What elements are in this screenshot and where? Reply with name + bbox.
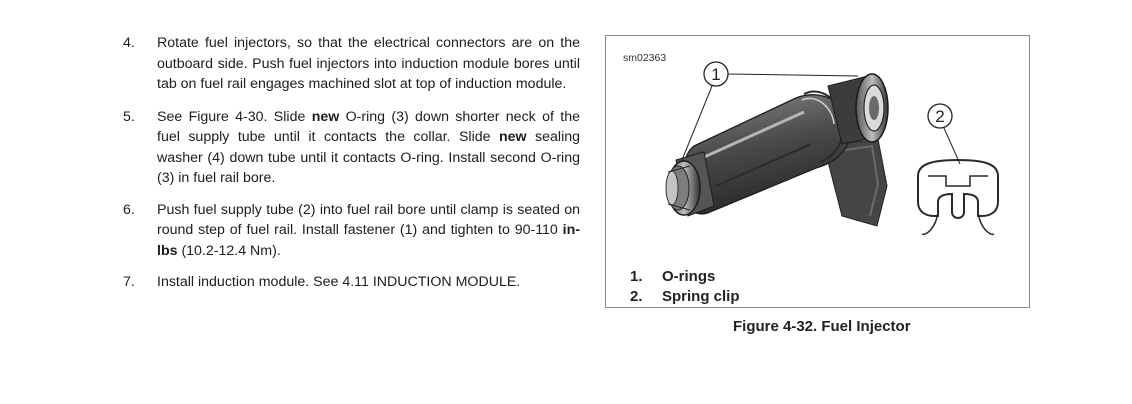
leader-line	[727, 73, 859, 77]
leader-line	[681, 85, 713, 161]
callout-o-rings: 1	[681, 61, 859, 161]
step-text: Install induction module. See 4.11 INDUC…	[157, 274, 521, 290]
step-number: 6.	[123, 201, 135, 218]
procedure-step: 7. Install induction module. See 4.11 IN…	[120, 272, 580, 293]
figure-caption: Figure 4-32. Fuel Injector	[733, 318, 911, 335]
procedure-step: 4. Rotate fuel injectors, so that the el…	[120, 33, 580, 95]
fuel-injector-illustration: 1 2	[665, 61, 999, 236]
emphasis-new: new	[498, 129, 527, 145]
callout-number: 2	[935, 107, 944, 126]
emphasis-new: new	[311, 108, 340, 125]
fuel-injector	[665, 73, 889, 227]
figure-legend: 1. O-rings 2. Spring clip	[630, 267, 740, 307]
figure-id: sm02363	[623, 52, 667, 64]
step-text: Rotate fuel injectors, so that the elect…	[157, 35, 580, 92]
step-number: 5.	[123, 108, 135, 125]
step-text: Push fuel supply tube (2) into fuel rail…	[157, 201, 580, 259]
callout-circle	[927, 103, 953, 129]
legend-item: 2. Spring clip	[630, 288, 740, 305]
step-text: See Figure 4-30. Slide new O-ring (3) do…	[157, 108, 581, 187]
procedure-steps: 4. Rotate fuel injectors, so that the el…	[120, 33, 580, 293]
procedure-step: 6. Push fuel supply tube (2) into fuel r…	[120, 200, 580, 262]
legend-item: 1. O-rings	[630, 268, 716, 285]
figure-panel: sm02363	[605, 35, 1030, 308]
leader-line	[943, 127, 961, 165]
callout-spring-clip: 2	[927, 103, 961, 165]
procedure-step: 5. See Figure 4-30. Slide new O-ring (3)…	[120, 107, 580, 189]
step-number: 7.	[123, 274, 135, 290]
spring-clip	[917, 158, 999, 236]
callout-number: 1	[711, 65, 720, 84]
step-number: 4.	[123, 35, 135, 51]
emphasis-unit: in-lbs	[157, 222, 580, 259]
